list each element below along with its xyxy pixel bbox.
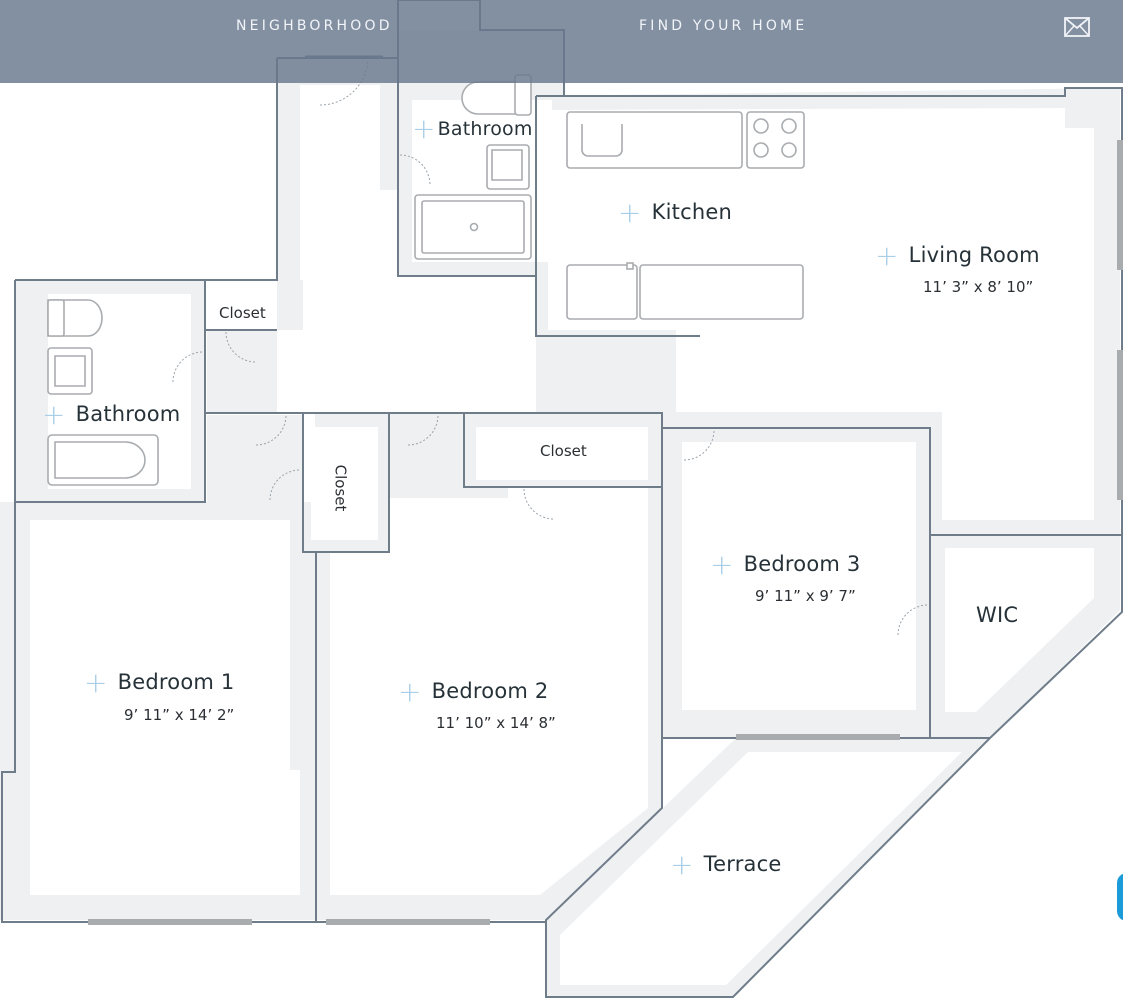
room-terrace[interactable]: + Terrace [670, 848, 781, 881]
room-name: Kitchen [651, 200, 732, 224]
plus-icon: + [42, 398, 66, 431]
room-name: Bedroom 2 [431, 679, 549, 703]
room-name: Bathroom [75, 402, 181, 426]
plus-icon: + [398, 675, 422, 708]
room-bedroom-1[interactable]: + Bedroom 1 [84, 666, 235, 699]
nav-find-your-home-link[interactable]: FIND YOUR HOME [639, 18, 808, 34]
bedroom-3-dimensions: 9’ 11” x 9’ 7” [755, 587, 856, 605]
room-living-room[interactable]: + Living Room [875, 239, 1040, 272]
room-bathroom-left[interactable]: + Bathroom [42, 398, 180, 431]
side-widget-tab[interactable] [1117, 873, 1123, 921]
fixtures [47, 74, 805, 486]
room-bathroom-top[interactable]: +Bathroom [412, 112, 533, 145]
bedroom-2-dimensions: 11’ 10” x 14’ 8” [436, 714, 556, 732]
room-bedroom-2[interactable]: + Bedroom 2 [398, 675, 549, 708]
plus-icon: + [412, 112, 436, 145]
plus-icon: + [710, 548, 734, 581]
room-name: Living Room [908, 243, 1040, 267]
bedroom-1-dimensions: 9’ 11” x 14’ 2” [124, 706, 235, 724]
windows [88, 55, 1123, 925]
room-kitchen[interactable]: + Kitchen [618, 196, 732, 229]
nav-neighborhood-link[interactable]: NEIGHBORHOOD [236, 18, 393, 34]
plus-icon: + [618, 196, 642, 229]
closet-top-label: Closet [219, 304, 266, 322]
room-wic[interactable]: WIC [976, 603, 1019, 627]
room-bedroom-3[interactable]: + Bedroom 3 [710, 548, 861, 581]
closet-mid-label: Closet [540, 442, 587, 460]
room-name: Bedroom 3 [743, 552, 861, 576]
living-room-dimensions: 11’ 3” x 8’ 10” [923, 278, 1034, 296]
room-name: Bedroom 1 [117, 670, 235, 694]
plus-icon: + [670, 848, 694, 881]
closet-vertical-label: Closet [331, 464, 350, 512]
plus-icon: + [84, 666, 108, 699]
envelope-icon[interactable] [1063, 14, 1091, 40]
plus-icon: + [875, 239, 899, 272]
room-name: Terrace [703, 852, 782, 876]
room-name: Bathroom [437, 118, 533, 140]
top-nav-bar: NEIGHBORHOOD FIND YOUR HOME [0, 0, 1123, 83]
